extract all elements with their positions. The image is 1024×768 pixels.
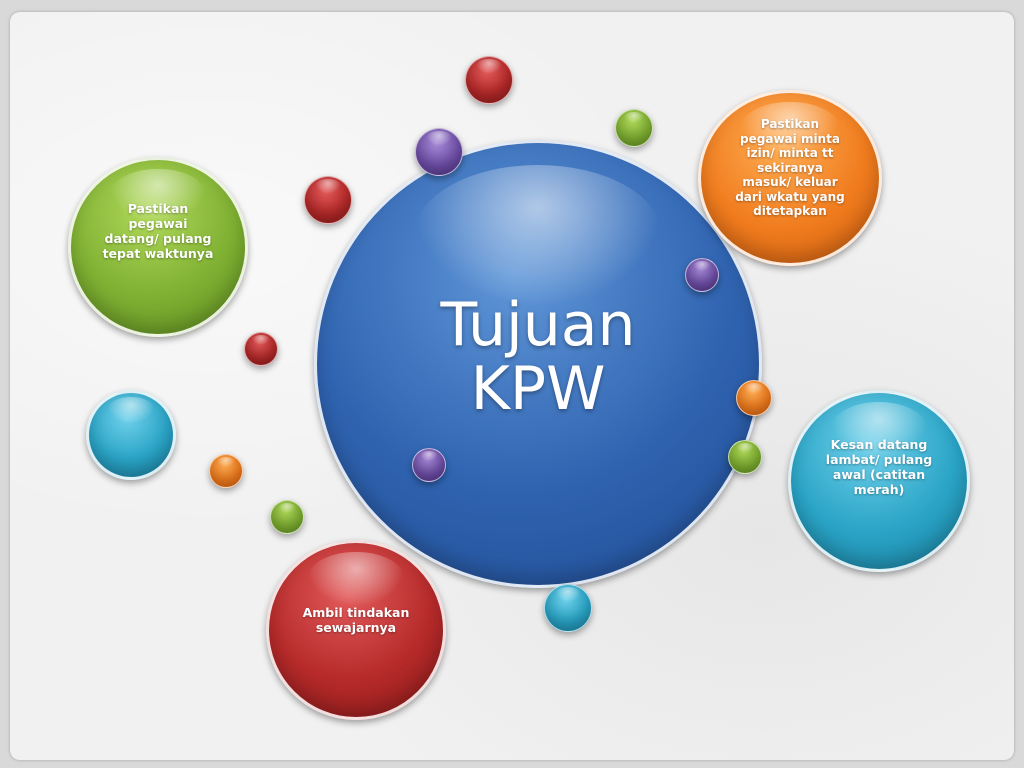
bubble-red-line: Ambil tindakan — [302, 605, 410, 620]
bubble-teal-text: Kesan datang lambat/ pulang awal (catita… — [826, 437, 932, 497]
bubble-orange-line: sekiranya — [757, 160, 823, 175]
small-bubble-orange — [209, 454, 243, 488]
small-bubble-red — [244, 332, 278, 366]
bubble-red-text: Ambil tindakan sewajarnya — [303, 605, 410, 635]
bubble-green: Pastikan pegawai datang/ pulang tepat wa… — [68, 157, 248, 337]
bubble-teal-line: Kesan datang — [830, 437, 928, 452]
bubble-teal-line: awal (catitan — [832, 467, 926, 482]
small-bubble-orange — [736, 380, 772, 416]
bubble-teal: Kesan datang lambat/ pulang awal (catita… — [788, 390, 970, 572]
small-bubble-red — [465, 56, 513, 104]
bubble-green-line: tepat waktunya — [102, 246, 214, 261]
small-bubble-purple — [412, 448, 446, 482]
bubble-orange-line: pegawai minta — [740, 131, 840, 146]
center-title-line2: KPW — [470, 354, 606, 424]
center-title: Tujuan KPW — [440, 293, 635, 421]
bubble-green-text: Pastikan pegawai datang/ pulang tepat wa… — [103, 201, 214, 261]
bubble-teal-line: lambat/ pulang — [825, 452, 933, 467]
bubble-red: Ambil tindakan sewajarnya — [266, 540, 446, 720]
bubble-orange-line: masuk/ keluar — [742, 175, 838, 190]
bubble-orange-text: Pastikan pegawai minta izin/ minta tt se… — [735, 117, 845, 219]
small-bubble-purple — [415, 128, 463, 176]
small-bubble-green — [615, 109, 653, 147]
bubble-red-line: sewajarnya — [315, 620, 397, 635]
small-bubble-teal — [544, 584, 592, 632]
small-bubble-purple — [685, 258, 719, 292]
bubble-orange: Pastikan pegawai minta izin/ minta tt se… — [698, 90, 882, 266]
bubble-green-line: datang/ pulang — [104, 231, 212, 246]
bubble-teal-plain — [86, 390, 176, 480]
center-bubble: Tujuan KPW — [314, 140, 762, 588]
bubble-green-line: pegawai — [128, 216, 188, 231]
small-bubble-red — [304, 176, 352, 224]
bubble-green-line: Pastikan — [127, 201, 189, 216]
bubble-teal-line: merah) — [853, 482, 905, 497]
bubble-orange-line: dari wkatu yang — [735, 189, 845, 204]
bubble-orange-line: izin/ minta tt — [746, 146, 834, 161]
bubble-orange-line: ditetapkan — [753, 204, 827, 219]
slide-canvas: Tujuan KPW Pastikan pegawai datang/ pula… — [10, 12, 1014, 760]
small-bubble-green — [270, 500, 304, 534]
bubble-orange-line: Pastikan — [760, 117, 820, 132]
center-title-line1: Tujuan — [440, 290, 636, 360]
small-bubble-green — [728, 440, 762, 474]
